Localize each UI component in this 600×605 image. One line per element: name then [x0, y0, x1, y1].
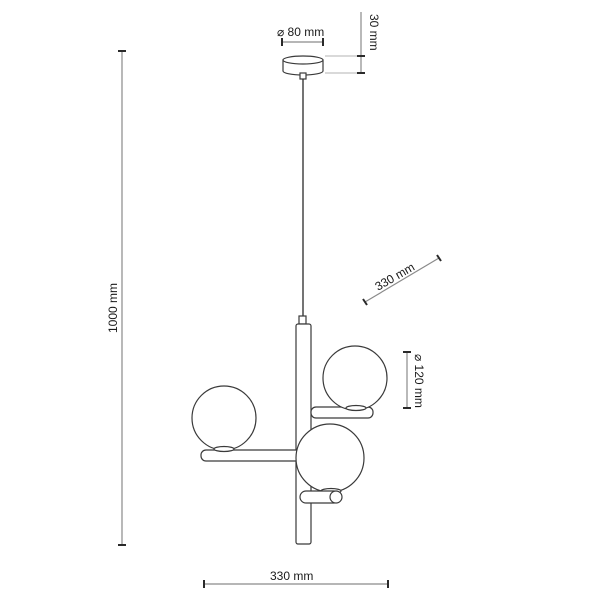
canopy-height-label: 30 mm — [367, 14, 381, 51]
left-arm — [200, 449, 302, 462]
total-height-label: 1000 mm — [106, 283, 120, 333]
canopy-height-dimension: 30 mm — [325, 12, 381, 74]
lamp-body — [191, 315, 388, 545]
stem-connector — [298, 315, 307, 325]
center-globe — [295, 423, 365, 493]
width-label: 330 mm — [270, 569, 313, 583]
depth-label: 330 mm — [373, 260, 418, 294]
globe-diameter-dimension: ⌀ 120 mm — [403, 351, 426, 409]
canopy-diameter-label: ⌀ 80 mm — [277, 25, 324, 39]
left-globe — [191, 385, 257, 451]
total-height-dimension: 1000 mm — [106, 50, 126, 546]
upper-right-globe — [322, 345, 388, 411]
lower-arm-end-cap — [329, 490, 343, 504]
ceiling-canopy — [282, 55, 324, 80]
depth-dimension: 330 mm — [362, 254, 442, 306]
width-dimension: 330 mm — [203, 569, 389, 588]
globe-diameter-label: ⌀ 120 mm — [412, 354, 426, 408]
canopy-diameter-dimension: ⌀ 80 mm — [277, 25, 324, 46]
